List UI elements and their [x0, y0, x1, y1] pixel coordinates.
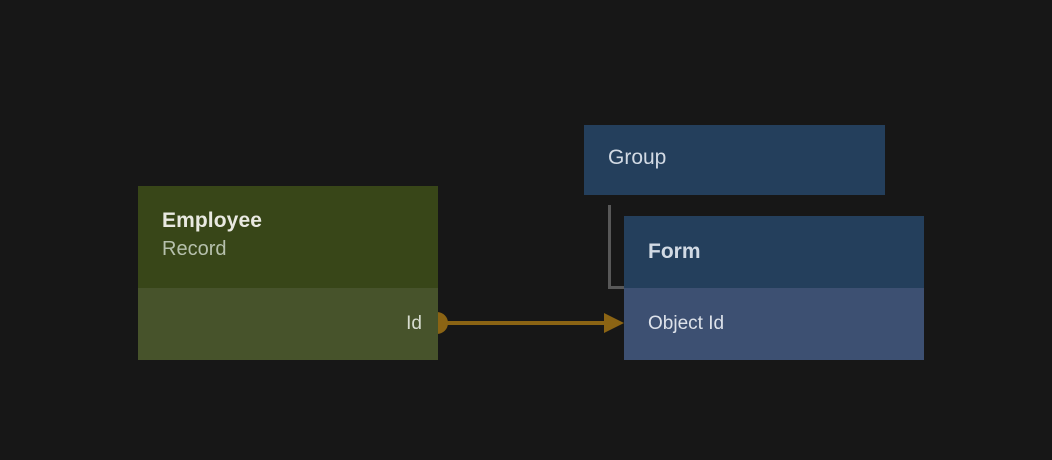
node-form-title: Form — [648, 240, 701, 263]
node-group-header: Group — [584, 125, 885, 195]
node-employee[interactable]: Employee Record Id — [138, 186, 438, 360]
node-form-field-row[interactable]: Object Id — [624, 288, 924, 360]
node-group[interactable]: Group — [584, 125, 885, 195]
node-employee-field-label: Id — [406, 313, 422, 334]
node-form-field-label: Object Id — [648, 313, 725, 334]
relation-arrowhead — [604, 313, 624, 333]
node-employee-title: Employee — [162, 209, 263, 232]
group-to-form-connector — [608, 205, 624, 289]
node-employee-field-row[interactable]: Id — [138, 288, 438, 360]
node-group-title: Group — [608, 146, 667, 169]
node-employee-header: Employee Record — [138, 186, 438, 288]
employee-id-to-form-object-id-connector — [426, 312, 624, 334]
node-form-header: Form — [624, 216, 924, 288]
node-form[interactable]: Form Object Id — [624, 216, 924, 360]
node-employee-subtitle: Record — [162, 238, 227, 260]
